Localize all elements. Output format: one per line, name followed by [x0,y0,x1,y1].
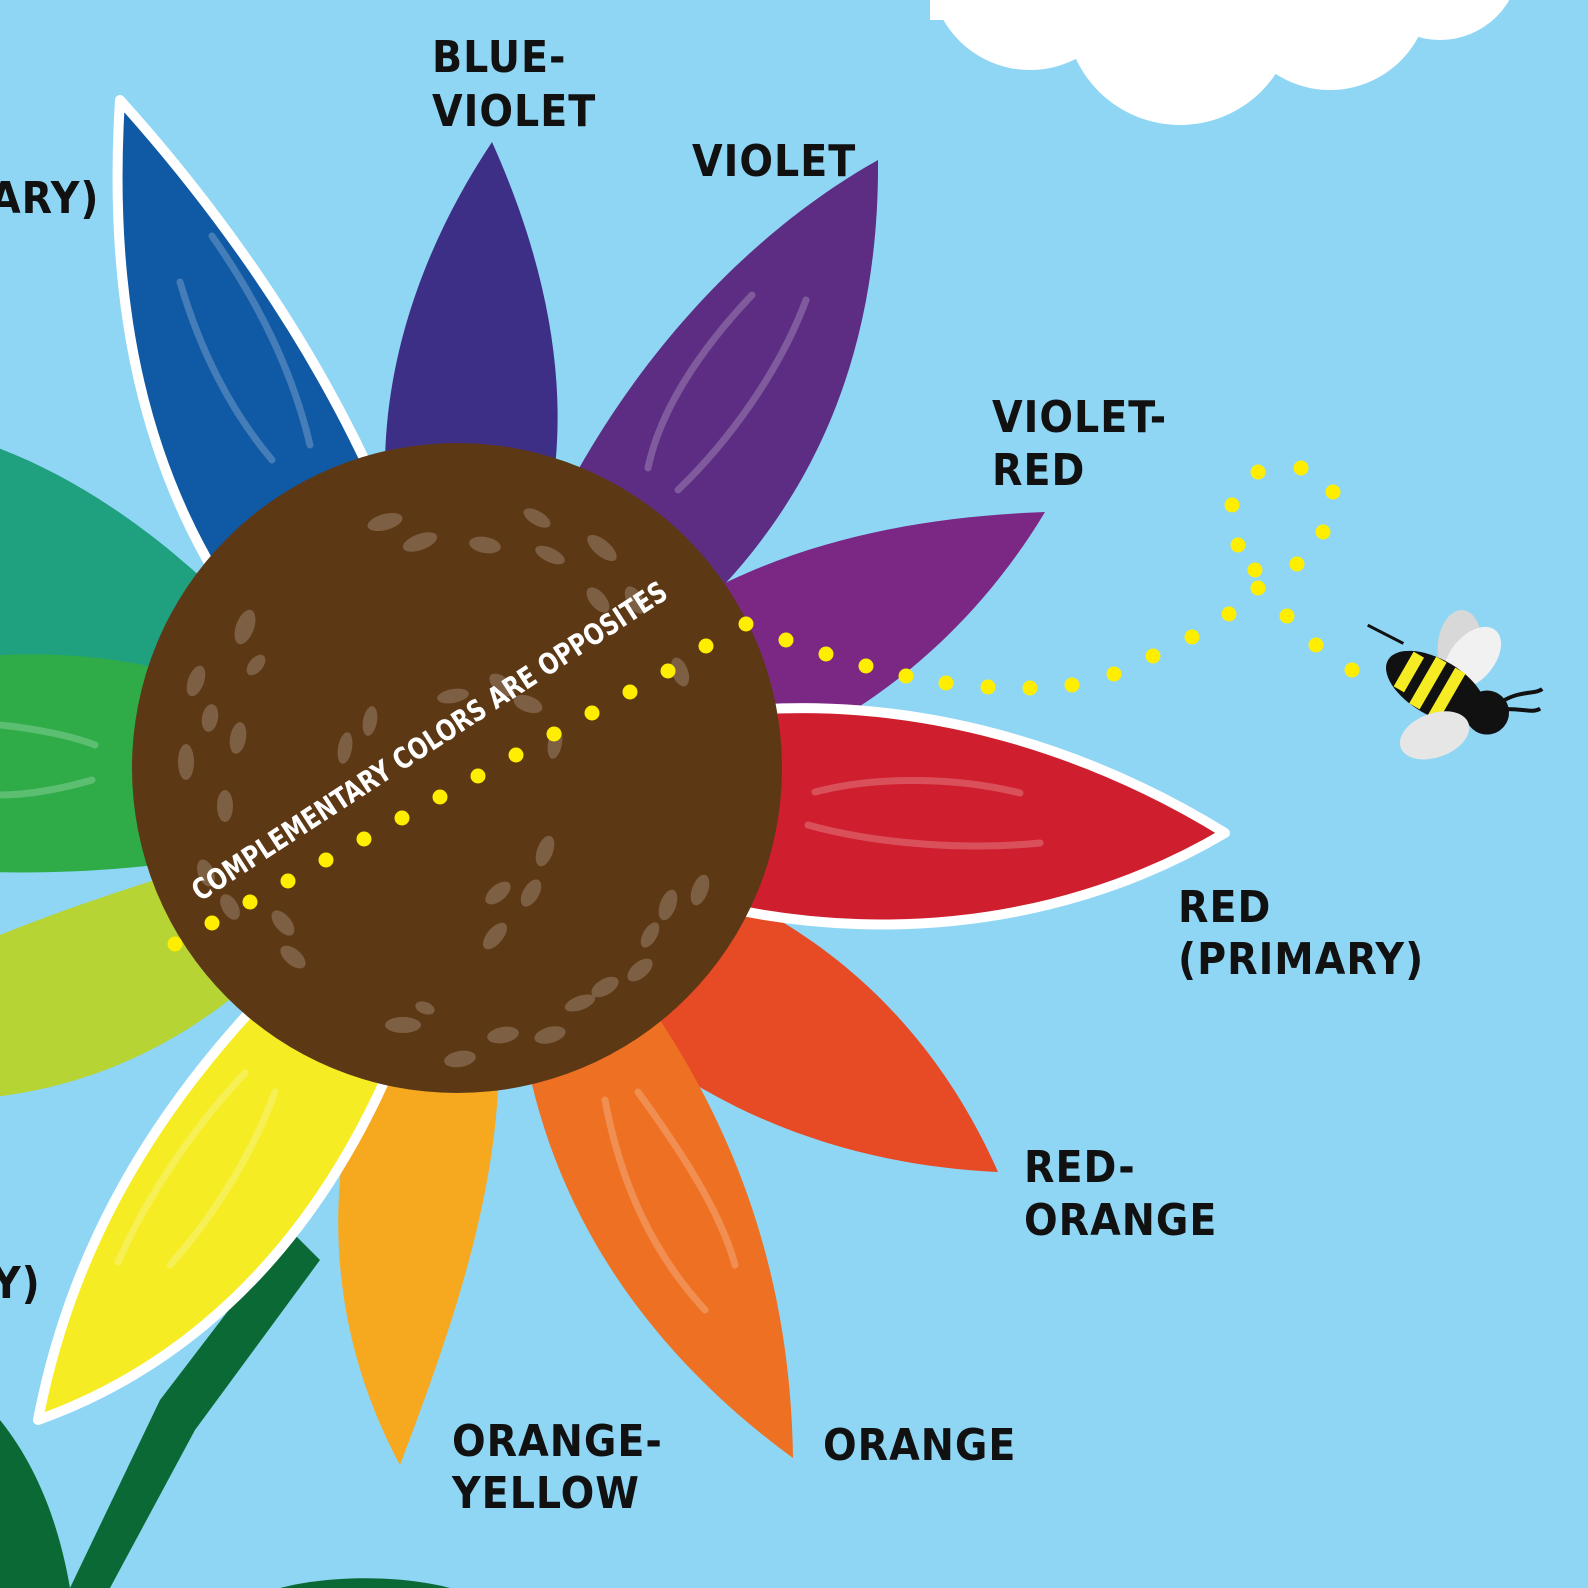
bee-path-dot [167,936,183,952]
bee-path-dot [1247,562,1263,578]
flower-center [132,443,782,1093]
bee-path-dot [738,616,754,632]
cloud-icon [930,0,1510,125]
label-red-orange-line2: ORANGE [1024,1195,1217,1246]
label-red-line2: (PRIMARY) [1178,934,1424,985]
label-red-line1: RED [1178,882,1271,933]
bee-path-dot [898,668,914,684]
bee-path-dot [470,768,486,784]
label-blue-violet-line1: BLUE- [432,32,566,83]
stem [0,1230,450,1588]
bee-path-dot [1064,677,1080,693]
bee-path-dot [698,638,714,654]
bee-path-dot [1315,524,1331,540]
bee-path-dot [508,747,524,763]
bee-path-dot [1145,648,1161,664]
label-blue-primary: ARY) [0,173,99,224]
bee-path-dot [818,646,834,662]
label-red-orange-line1: RED- [1024,1142,1136,1193]
bee-path-dot [1289,556,1305,572]
bee-path-dot [432,789,448,805]
bee-path-dot [1224,497,1240,513]
label-violet: VIOLET [692,136,856,187]
bee-path-dot [1250,464,1266,480]
bee-path-dot [584,705,600,721]
bee-path-dot [280,873,296,889]
bee-path-dot [622,684,638,700]
bee-path-dot [242,894,258,910]
label-orange-yellow-line2: YELLOW [451,1468,640,1519]
bee-path-dot [980,679,996,695]
bee-path-dot [1308,637,1324,653]
bee-path-dot [1250,580,1266,596]
bee-path-dot [204,915,220,931]
bee-path-dot [1344,662,1360,678]
color-labels: ARY) BLUE- VIOLET VIOLET VIOLET- RED RED… [0,32,1424,1519]
label-yellow-primary: Y) [0,1258,41,1309]
label-orange: ORANGE [823,1420,1016,1471]
label-orange-yellow-line1: ORANGE- [452,1416,663,1467]
label-violet-red-line2: RED [992,445,1085,496]
bee-path-dot [1325,484,1341,500]
bee-path-dot [1221,606,1237,622]
bee-path-dot [546,726,562,742]
label-blue-violet-line2: VIOLET [432,86,596,137]
label-violet-red-line1: VIOLET- [992,392,1167,443]
petal-veins [0,232,1044,1314]
bee-path-dot [1279,608,1295,624]
bee-path-dot [778,632,794,648]
bee-path-dot [1184,629,1200,645]
bee-path-dot [356,831,372,847]
bee-path-dot [1106,666,1122,682]
bee-path-dot [858,658,874,674]
bee-path-dot [318,852,334,868]
bee-flight-path [167,460,1360,952]
bee-path-dot [1022,680,1038,696]
bee-path-dot [394,810,410,826]
seed-marks [178,508,710,1068]
bee-icon [1367,610,1544,760]
bee-path-dot [660,663,676,679]
bee-path-dot [1230,537,1246,553]
bee-path-dot [938,675,954,691]
bee-path-dot [1293,460,1309,476]
